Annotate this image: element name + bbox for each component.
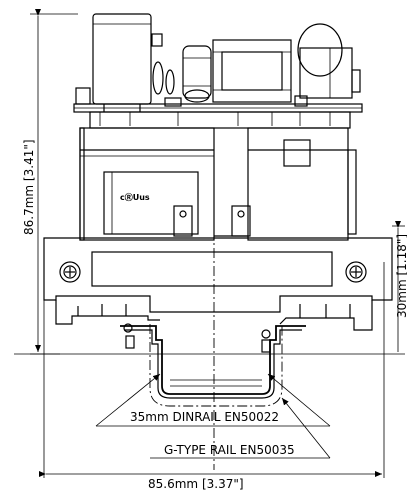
transformer bbox=[212, 39, 292, 103]
rail-height-label: 30mm [1.18"] bbox=[395, 234, 407, 318]
g-rail-leader bbox=[281, 397, 331, 459]
din-rail-label: 35mm DINRAIL EN50022 bbox=[130, 410, 279, 424]
base-outline bbox=[43, 237, 393, 313]
screw-left bbox=[59, 261, 81, 283]
rail-callouts: 35mm DINRAIL EN50022 G-TYPE RAIL EN50035 bbox=[95, 373, 331, 459]
vent-window bbox=[283, 139, 311, 167]
g-rail-outline bbox=[149, 324, 283, 407]
capacitor bbox=[92, 13, 152, 105]
g-rail-label: G-TYPE RAIL EN50035 bbox=[164, 443, 295, 457]
din-leader-left bbox=[95, 373, 161, 427]
label-plate bbox=[103, 171, 199, 235]
pcb-assembly bbox=[73, 13, 363, 129]
certification-mark: cⓇUus bbox=[120, 192, 150, 202]
round-component bbox=[297, 23, 343, 77]
housing-right bbox=[247, 127, 349, 241]
height-label: 86.7mm [3.41"] bbox=[22, 139, 36, 235]
din-rail-section bbox=[120, 323, 306, 407]
din-leader-right bbox=[267, 373, 331, 427]
din-rail-outline bbox=[120, 325, 306, 395]
rail-height-dimension: 30mm [1.18"] bbox=[392, 221, 407, 352]
screw-right bbox=[345, 261, 367, 283]
inductor bbox=[182, 45, 212, 99]
width-label: 85.6mm [3.37"] bbox=[148, 477, 244, 490]
wire-channel bbox=[91, 251, 333, 287]
terminal-base bbox=[43, 237, 393, 331]
terminal-lug-left bbox=[173, 205, 193, 237]
housing-left bbox=[79, 127, 215, 241]
height-dimension: 86.7mm [3.41"] bbox=[22, 9, 78, 355]
housing: cⓇUus bbox=[79, 127, 357, 241]
